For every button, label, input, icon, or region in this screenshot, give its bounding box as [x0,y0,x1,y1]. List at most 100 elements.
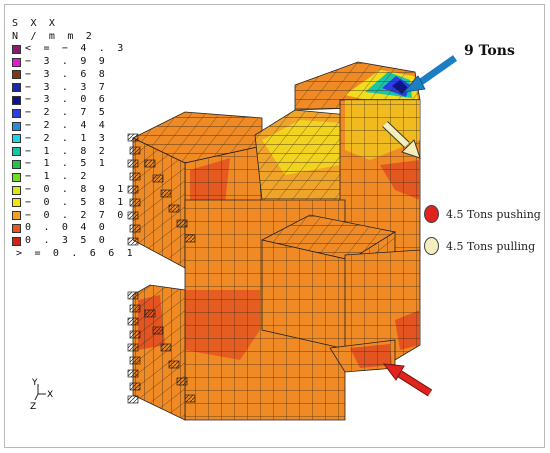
support-block [127,395,139,404]
legend-entry: − 2 . 7 5 [12,107,136,120]
push-legend-item: 4.5 Tons pushing [424,205,541,223]
support-block [144,159,156,168]
legend-swatch [12,224,21,234]
legend-swatch [12,185,21,195]
support-block [129,356,141,365]
support-block [129,330,141,339]
legend-entry-label: − 0 . 8 9 1 [25,183,127,195]
upper-right-tower [294,61,421,256]
legend-entry-label: − 1 . 5 1 [25,158,108,170]
support-block [127,159,139,168]
legend-swatch [12,96,21,106]
support-block [184,394,196,403]
support-block [152,326,164,335]
legend-entry-label: − 3 . 0 6 [25,94,108,106]
legend-entry: − 0 . 8 9 1 [12,184,136,197]
legend-swatch [12,44,21,54]
support-block [160,343,172,352]
legend-entry-label: 0 . 3 5 0 [25,235,108,247]
legend-entry: − 0 . 5 8 1 [12,197,136,210]
lower-right-wing [329,249,421,373]
support-block [129,198,141,207]
legend-entry: − 3 . 6 8 [12,69,136,82]
axis-triad: Y X Z [30,378,53,412]
support-block [127,237,139,246]
support-block [168,360,180,369]
stress-legend: S X X N / m m 2 < = − 4 . 3− 3 . 9 9− 3 … [12,18,136,260]
push-label: 4.5 Tons pushing [446,207,541,221]
legend-entry-label: − 0 . 2 7 0 [25,209,127,221]
support-block [127,185,139,194]
legend-swatch [12,172,21,182]
lower-left-block [132,284,186,421]
load-arrow-pushing [382,363,433,397]
support-block [184,234,196,243]
legend-units: N / m m 2 [12,30,95,42]
legend-entry: − 3 . 0 6 [12,94,136,107]
support-block [168,204,180,213]
legend-entry: < = − 4 . 3 [12,43,136,56]
support-block [144,309,156,318]
support-block [176,377,188,386]
legend-swatch [12,134,21,144]
axis-y-label: Y [31,378,38,388]
legend-entry-label: − 3 . 6 8 [25,68,108,80]
legend-entry-label: − 2 . 7 5 [25,107,108,119]
pull-marker-icon [424,237,439,255]
support-block [152,174,164,183]
legend-swatch [12,121,21,131]
legend-entry: − 0 . 2 7 0 [12,209,136,222]
legend-rows: < = − 4 . 3− 3 . 9 9− 3 . 6 8− 3 . 3 7− … [12,43,136,248]
legend-swatch [12,83,21,93]
legend-entry: 0 . 3 5 0 [12,235,136,248]
support-block [176,219,188,228]
legend-entry-label: 0 . 0 4 0 [25,222,108,234]
pull-legend-item: 4.5 Tons pulling [424,237,535,255]
legend-swatch [12,211,21,221]
support-block [129,382,141,391]
load-label-9-tons: 9 Tons [464,43,515,59]
legend-entry-label: < = − 4 . 3 [25,43,127,55]
support-block [127,369,139,378]
legend-entry: − 1 . 5 1 [12,158,136,171]
axis-z-label: Z [30,402,36,412]
legend-title: S X X [12,18,59,29]
support-block [127,291,139,300]
legend-entry: − 3 . 9 9 [12,56,136,69]
legend-swatch [12,57,21,67]
legend-entry: − 3 . 3 7 [12,81,136,94]
load-arrow-pulling [382,121,421,159]
pull-label: 4.5 Tons pulling [446,239,536,253]
legend-swatch [12,198,21,208]
support-block [127,343,139,352]
legend-swatch [12,236,21,246]
support-block [127,211,139,220]
legend-entry-label: − 3 . 3 7 [25,81,108,93]
support-block [129,146,141,155]
legend-entry: 0 . 0 4 0 [12,222,136,235]
legend-entry: − 2 . 4 4 [12,120,136,133]
legend-entry-label: − 2 . 1 3 [25,132,108,144]
legend-entry-label: − 1 . 8 2 [25,145,108,157]
support-block [127,317,139,326]
load-arrow-9-tons [402,55,458,93]
support-block [129,304,141,313]
legend-swatch [12,160,21,170]
legend-entry-label: − 0 . 5 8 1 [25,196,127,208]
legend-entry: − 1 . 8 2 [12,145,136,158]
legend-entry-label: − 1 . 2 [25,171,90,183]
fixed-supports [127,133,196,404]
legend-last-entry: > = 0 . 6 6 1 [16,247,136,259]
legend-swatch [12,108,21,118]
axis-x-label: X [47,390,53,400]
support-block [129,224,141,233]
support-block [127,133,139,142]
legend-swatch [12,147,21,157]
push-marker-icon [424,205,439,223]
legend-entry-label: − 3 . 9 9 [25,55,108,67]
legend-entry: − 1 . 2 [12,171,136,184]
legend-swatch [12,70,21,80]
support-block [160,189,172,198]
legend-entry-label: − 2 . 4 4 [25,119,108,131]
